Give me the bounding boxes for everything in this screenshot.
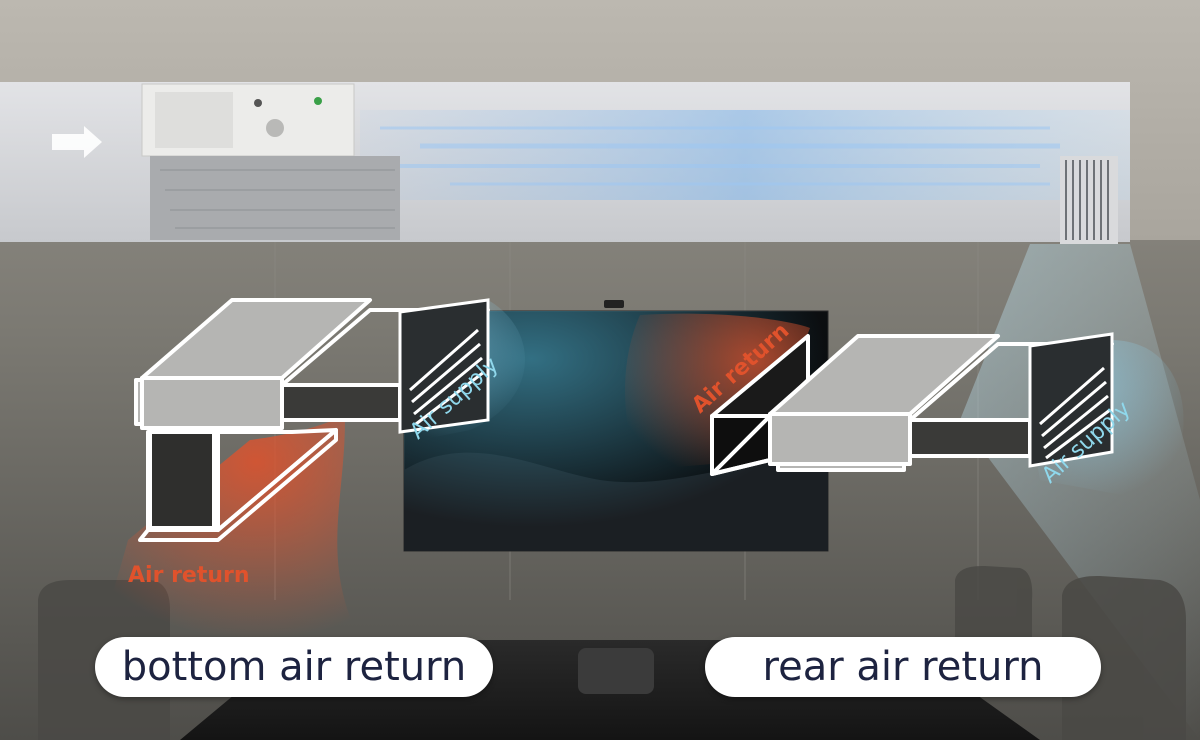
inlet-arrow-icon — [52, 126, 102, 158]
right-supply-grille — [1028, 332, 1114, 468]
ceiling-supply-grille — [1060, 156, 1118, 244]
left-supply-grille — [398, 298, 490, 434]
rear-return-unit — [710, 334, 1114, 476]
bottom-return-unit — [134, 298, 490, 542]
air-return-label-bottom: Air return — [128, 563, 250, 588]
airflow-streaks — [360, 110, 1130, 200]
bottom-return-diagram: Air supply Air return — [100, 298, 525, 640]
ceiling-ac-unit — [141, 83, 400, 240]
rear-return-diagram: Air return Air supply — [625, 313, 1184, 500]
airflow-lines — [380, 126, 1060, 186]
caption-bottom-air-return: bottom air return — [95, 637, 493, 697]
caption-rear-air-return: rear air return — [705, 637, 1101, 697]
